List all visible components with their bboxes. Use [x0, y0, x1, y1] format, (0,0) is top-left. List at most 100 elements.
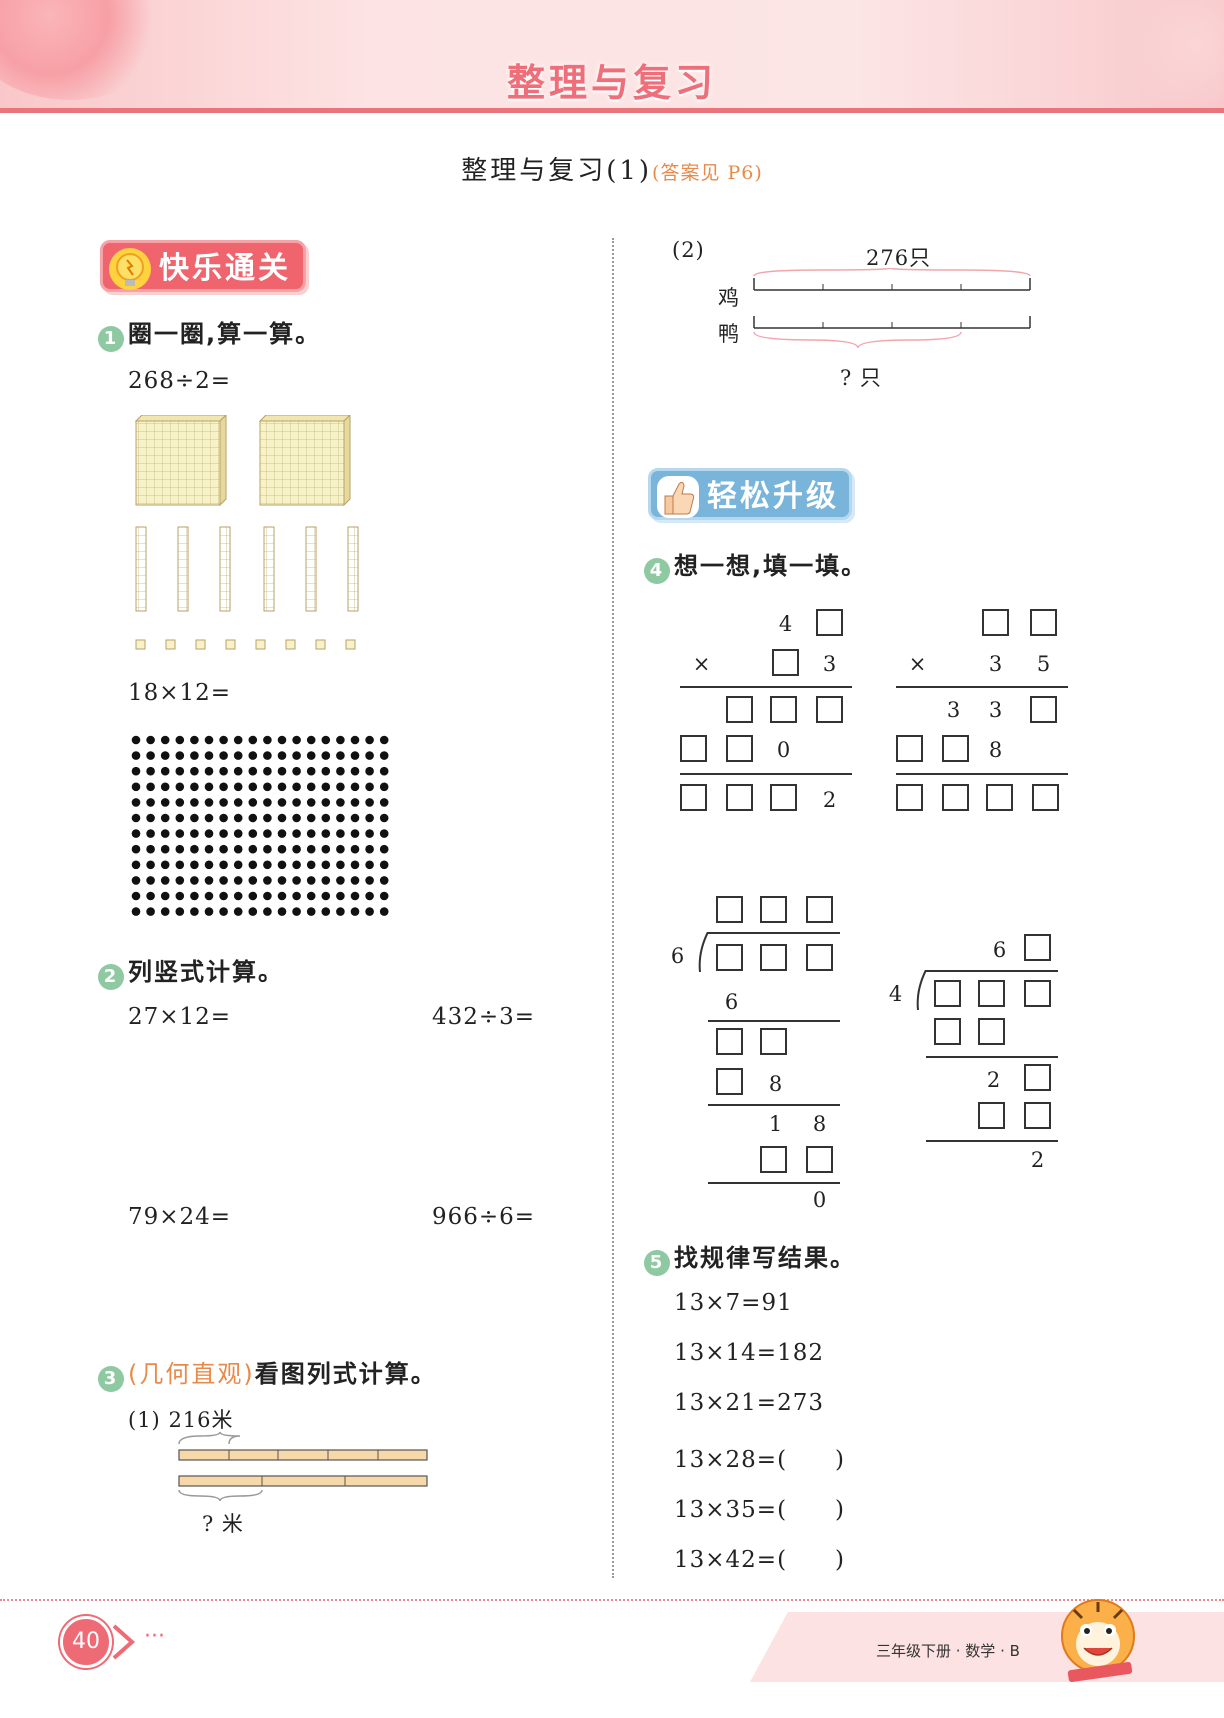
- answer-box[interactable]: [1024, 1102, 1051, 1129]
- given-digit: 4: [778, 612, 793, 636]
- answer-box[interactable]: [716, 1068, 743, 1095]
- dot: [292, 860, 301, 870]
- dot: [321, 782, 331, 792]
- answer-box[interactable]: [770, 784, 797, 811]
- answer-box[interactable]: [716, 896, 743, 923]
- dot: [131, 844, 141, 854]
- part-1-label: (1) 216米: [128, 1404, 234, 1434]
- dot: [160, 813, 170, 823]
- dot: [336, 782, 345, 792]
- dot: [131, 735, 141, 745]
- answer-box[interactable]: [680, 784, 707, 811]
- given-digit: 5: [1036, 652, 1051, 676]
- answer-box[interactable]: [806, 1146, 833, 1173]
- answer-box[interactable]: [1030, 609, 1057, 636]
- rule-line: [896, 773, 1068, 775]
- division-bracket: [698, 932, 709, 972]
- pattern-answer-line[interactable]: 13×42=( ): [674, 1547, 846, 1573]
- answer-box[interactable]: [1024, 980, 1051, 1007]
- question-number: 3: [98, 1366, 124, 1392]
- rule-line: [896, 686, 1068, 688]
- dot: [263, 798, 272, 807]
- dot: [379, 766, 389, 776]
- dot: [263, 876, 272, 885]
- answer-box[interactable]: [978, 1018, 1005, 1045]
- answer-box[interactable]: [770, 696, 797, 723]
- dot: [292, 844, 301, 854]
- dot: [365, 844, 374, 854]
- answer-box[interactable]: [806, 896, 833, 923]
- dot: [233, 751, 243, 760]
- given-digit: 6: [992, 938, 1007, 962]
- answer-box[interactable]: [760, 944, 787, 971]
- dot: [350, 907, 360, 916]
- answer-box[interactable]: [726, 784, 753, 811]
- dot: [379, 891, 389, 901]
- pattern-answer-line[interactable]: 13×35=( ): [674, 1497, 846, 1523]
- answer-box[interactable]: [1024, 934, 1051, 961]
- dot: [160, 829, 170, 838]
- answer-box[interactable]: [806, 944, 833, 971]
- dot: [350, 798, 360, 807]
- dot: [336, 876, 345, 885]
- answer-box[interactable]: [716, 1028, 743, 1055]
- answer-box[interactable]: [772, 649, 799, 676]
- answer-box[interactable]: [1030, 696, 1057, 723]
- dot: [204, 907, 214, 916]
- dot: [175, 907, 185, 916]
- rule-line: [708, 1104, 840, 1106]
- dot: [277, 735, 287, 745]
- dot: [336, 735, 345, 745]
- answer-box[interactable]: [896, 784, 923, 811]
- dot: [321, 876, 331, 885]
- pattern-answer-line[interactable]: 13×28=( ): [674, 1447, 846, 1473]
- rule-line: [680, 773, 852, 775]
- answer-box[interactable]: [896, 735, 923, 762]
- dot: [379, 751, 389, 760]
- answer-box[interactable]: [760, 1028, 787, 1055]
- answer-box[interactable]: [934, 1018, 961, 1045]
- answer-box[interactable]: [942, 784, 969, 811]
- dot: [204, 782, 214, 792]
- answer-reference: (答案见 P6): [652, 162, 763, 184]
- answer-box[interactable]: [986, 784, 1013, 811]
- answer-box[interactable]: [726, 696, 753, 723]
- dot: [306, 829, 316, 838]
- answer-box[interactable]: [680, 735, 707, 762]
- dot: [146, 813, 155, 823]
- lightbulb-icon: [109, 248, 151, 290]
- answer-box[interactable]: [934, 980, 961, 1007]
- answer-box[interactable]: [942, 735, 969, 762]
- answer-box[interactable]: [1032, 784, 1059, 811]
- lesson-title-main: 整理与复习(1): [461, 156, 653, 186]
- dot: [292, 735, 301, 745]
- dot: [379, 735, 389, 745]
- dot: [321, 844, 331, 854]
- dot: [190, 891, 199, 901]
- dot: [379, 876, 389, 885]
- dot: [146, 891, 155, 901]
- dot: [292, 751, 301, 760]
- section-label: 快乐通关: [159, 251, 291, 286]
- bar-diagram-birds: [753, 268, 1031, 349]
- answer-box[interactable]: [760, 1146, 787, 1173]
- answer-box[interactable]: [982, 609, 1009, 636]
- bar-diagram-meters: [178, 1432, 428, 1502]
- answer-box[interactable]: [726, 735, 753, 762]
- answer-box[interactable]: [978, 1102, 1005, 1129]
- dot: [365, 829, 374, 838]
- answer-box[interactable]: [816, 696, 843, 723]
- dot: [248, 751, 258, 760]
- answer-box[interactable]: [816, 609, 843, 636]
- dot: [146, 829, 155, 838]
- answer-box[interactable]: [716, 944, 743, 971]
- answer-box[interactable]: [1024, 1064, 1051, 1091]
- given-digit: 3: [822, 652, 837, 676]
- dot: [219, 735, 228, 745]
- answer-box[interactable]: [760, 896, 787, 923]
- question-number: 2: [98, 964, 124, 990]
- expression-268-div-2: 268÷2=: [128, 368, 232, 394]
- dot: [219, 860, 228, 870]
- answer-box[interactable]: [978, 980, 1005, 1007]
